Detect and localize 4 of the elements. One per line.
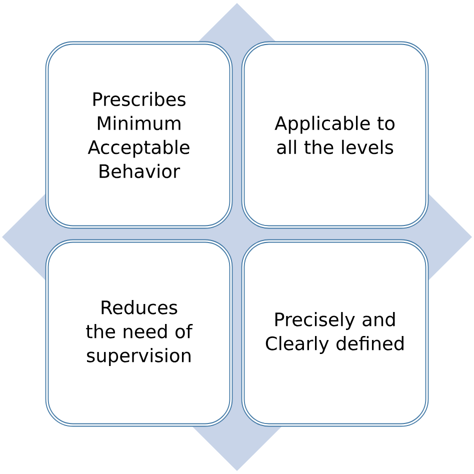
rounded-box: Precisely and Clearly defined xyxy=(241,239,429,427)
rounded-box: Prescribes Minimum Acceptable Behavior xyxy=(45,41,233,229)
rounded-box: Applicable to all the levels xyxy=(241,41,429,229)
rounded-box: Reduces the need of supervision xyxy=(45,239,233,427)
